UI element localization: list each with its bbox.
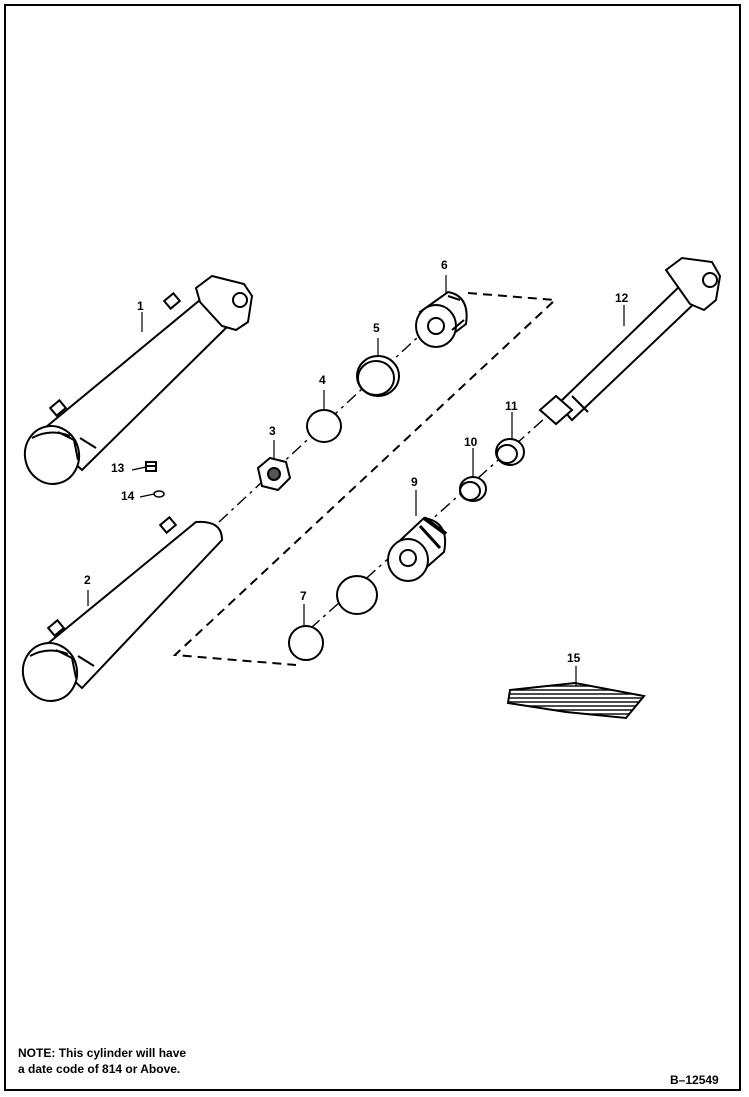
part-15-decal [506,681,646,720]
callout-2: 2 [84,573,91,587]
part-5-seal [356,355,400,397]
callout-6: 6 [441,258,448,272]
part-13-fitting [145,461,157,472]
page-border [4,4,741,1091]
note-label: NOTE: [18,1046,56,1060]
part-4-o-ring [306,409,342,443]
callout-14: 14 [121,489,135,503]
callout-3: 3 [269,424,276,438]
callout-12: 12 [615,291,629,305]
callout-15: 15 [567,651,581,665]
part-11-wiper [495,438,525,466]
part-1-cylinder-barrel [23,274,254,485]
callout-4: 4 [319,373,326,387]
assembly-boundary-dashed [172,292,558,666]
part-7-o-ring [288,625,324,661]
callout-1: 1 [137,299,144,313]
drawing-number: B–12549 [670,1073,719,1087]
callout-13: 13 [111,461,125,475]
part-6-piston [415,290,468,348]
part-9-gland [387,516,448,582]
part-10-seal [459,476,487,502]
part-2-cylinder-barrel [21,515,224,702]
part-3-hex-nut [256,456,292,492]
callout-10: 10 [464,435,478,449]
part-14-o-ring [153,490,165,498]
part-12-rod [538,256,722,426]
callout-5: 5 [373,321,380,335]
callout-7: 7 [300,589,307,603]
callout-11: 11 [505,399,518,413]
note-line-1: This cylinder will have [58,1046,187,1060]
note-text: NOTE: This cylinder will have a date cod… [18,1045,278,1077]
leader-lines [87,275,625,686]
note-line-2: a date code of 814 or Above. [18,1062,181,1076]
part-8-seal [336,575,378,615]
callout-9: 9 [411,475,418,489]
